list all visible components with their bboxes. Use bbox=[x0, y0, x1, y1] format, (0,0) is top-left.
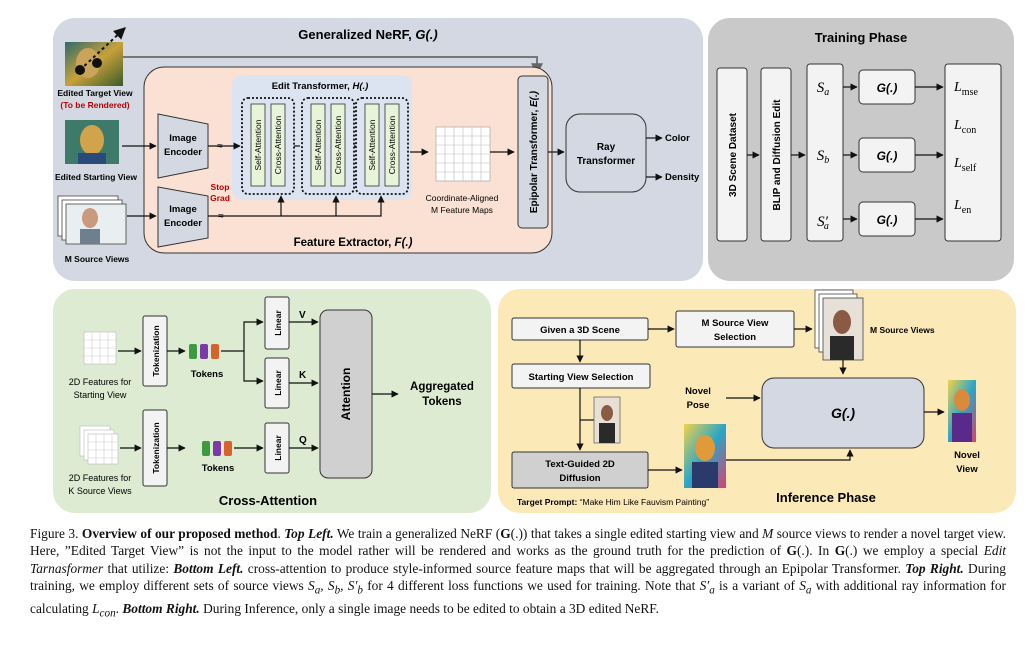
stop-grad-label: Stop bbox=[211, 182, 230, 192]
density-output: Density bbox=[665, 172, 700, 183]
svg-text:≈: ≈ bbox=[217, 141, 223, 152]
svg-text:Cross-Attention: Cross-Attention bbox=[387, 115, 397, 174]
svg-text:G(.): G(.) bbox=[877, 81, 898, 95]
inference-source-views bbox=[814, 289, 864, 361]
svg-text:Self-Attention: Self-Attention bbox=[313, 119, 323, 170]
attention-block-2: Self-Attention Cross-Attention bbox=[301, 97, 355, 195]
starting-features-grid bbox=[83, 331, 117, 365]
source-sets-box bbox=[806, 63, 844, 242]
figure-canvas: Generalized NeRF, G(.) Edited Target Vie… bbox=[53, 18, 1016, 513]
to-be-rendered-label: (To be Rendered) bbox=[60, 100, 129, 110]
svg-text:BLIP and Diffusion Edit: BLIP and Diffusion Edit bbox=[772, 99, 783, 211]
svg-text:Starting View: Starting View bbox=[74, 390, 127, 400]
svg-text:Novel: Novel bbox=[685, 386, 711, 397]
svg-text:V: V bbox=[299, 310, 306, 321]
training-title: Training Phase bbox=[815, 30, 907, 45]
source-features-grid bbox=[79, 425, 119, 465]
tokens-bottom bbox=[202, 441, 232, 456]
training-phase-panel: Training Phase 3D Scene Dataset BLIP and… bbox=[708, 18, 1014, 281]
svg-text:≈: ≈ bbox=[218, 211, 224, 222]
svg-text:Encoder: Encoder bbox=[164, 218, 202, 229]
svg-text:Cross-Attention: Cross-Attention bbox=[273, 115, 283, 174]
edited-starting-view-image bbox=[65, 120, 119, 164]
edited-starting-label: Edited Starting View bbox=[55, 172, 137, 182]
inference-g-box bbox=[761, 377, 925, 449]
caption-figure-number: Figure 3. bbox=[30, 526, 79, 541]
svg-text:K: K bbox=[299, 370, 307, 381]
svg-text:Aggregated: Aggregated bbox=[410, 381, 474, 393]
svg-text:3D Scene Dataset: 3D Scene Dataset bbox=[728, 112, 739, 197]
starting-view-selection-box bbox=[511, 363, 651, 389]
svg-text:2D Features for: 2D Features for bbox=[69, 377, 132, 387]
feature-extractor-label: Feature Extractor, F(.) bbox=[294, 237, 413, 249]
svg-text:Tokens: Tokens bbox=[191, 369, 224, 380]
edit-transformer-title: Edit Transformer, H(.) bbox=[272, 81, 369, 92]
svg-text:S′a: S′a bbox=[817, 214, 829, 232]
linear-v bbox=[264, 296, 290, 350]
edited-starting-fauvism bbox=[684, 424, 726, 488]
feature-maps-label-1: Coordinate-Aligned bbox=[426, 193, 499, 203]
svg-text:G(.): G(.) bbox=[877, 149, 898, 163]
svg-text:Novel: Novel bbox=[954, 450, 980, 461]
cross-attention-panel: Cross-Attention 2D Features for Starting… bbox=[53, 289, 491, 513]
svg-text:M Source View: M Source View bbox=[702, 318, 769, 329]
ray-transformer bbox=[565, 113, 647, 193]
figure-caption: Figure 3. Overview of our proposed metho… bbox=[30, 526, 1007, 620]
svg-text:Ray: Ray bbox=[597, 142, 616, 153]
svg-text:Tokens: Tokens bbox=[422, 396, 461, 408]
svg-text:Pose: Pose bbox=[687, 400, 710, 411]
inference-title: Inference Phase bbox=[776, 490, 876, 505]
svg-text:Tokenization: Tokenization bbox=[151, 325, 161, 376]
svg-text:Tokens: Tokens bbox=[202, 463, 235, 474]
svg-text:Selection: Selection bbox=[714, 332, 756, 343]
svg-text:Tokenization: Tokenization bbox=[151, 422, 161, 473]
image-encoder-top: Image Encoder bbox=[157, 113, 209, 179]
feature-maps-label-2: M Feature Maps bbox=[431, 205, 493, 215]
inference-panel: Given a 3D Scene M Source View Selection… bbox=[498, 289, 1016, 513]
novel-view-image bbox=[948, 380, 976, 442]
svg-text:Given a 3D Scene: Given a 3D Scene bbox=[540, 325, 620, 336]
svg-text:Image: Image bbox=[169, 204, 196, 215]
attention-block-1: Self-Attention Cross-Attention bbox=[241, 97, 295, 195]
svg-text:Epipolar Transformer, E(.): Epipolar Transformer, E(.) bbox=[529, 90, 540, 213]
source-views-stack bbox=[57, 195, 127, 245]
source-views-label: M Source Views bbox=[65, 254, 130, 264]
target-prompt: Target Prompt: “Make Him Like Fauvism Pa… bbox=[517, 497, 709, 507]
tokens-top bbox=[189, 344, 219, 359]
svg-text:Diffusion: Diffusion bbox=[559, 473, 600, 484]
svg-text:G(.): G(.) bbox=[877, 213, 898, 227]
svg-text:Linear: Linear bbox=[273, 435, 283, 461]
svg-text:Grad: Grad bbox=[210, 193, 230, 203]
svg-text:Starting View Selection: Starting View Selection bbox=[529, 372, 634, 383]
generalized-nerf-panel: Generalized NeRF, G(.) Edited Target Vie… bbox=[53, 18, 703, 281]
svg-text:K Source Views: K Source Views bbox=[68, 486, 132, 496]
svg-text:Encoder: Encoder bbox=[164, 147, 202, 158]
inference-starting-view bbox=[593, 396, 621, 444]
image-encoder-bottom: Image Encoder bbox=[157, 186, 209, 248]
losses-box bbox=[944, 63, 1002, 242]
svg-text:Attention: Attention bbox=[339, 368, 353, 421]
cross-attention-title: Cross-Attention bbox=[219, 493, 317, 508]
svg-text:Image: Image bbox=[169, 133, 196, 144]
nerf-title: Generalized NeRF, G(.) bbox=[298, 27, 437, 42]
svg-text:View: View bbox=[956, 464, 978, 475]
color-output: Color bbox=[665, 133, 690, 144]
svg-text:G(.): G(.) bbox=[831, 405, 855, 421]
svg-text:M Source Views: M Source Views bbox=[870, 325, 935, 335]
svg-text:2D Features for: 2D Features for bbox=[69, 473, 132, 483]
svg-text:Transformer: Transformer bbox=[577, 156, 635, 167]
svg-text:Self-Attention: Self-Attention bbox=[253, 119, 263, 170]
edited-target-view-image bbox=[65, 27, 126, 86]
svg-text:Text-Guided 2D: Text-Guided 2D bbox=[545, 459, 615, 470]
svg-text:Linear: Linear bbox=[273, 370, 283, 396]
svg-text:Cross-Attention: Cross-Attention bbox=[333, 115, 343, 174]
caption-heading: Overview of our proposed method bbox=[81, 526, 278, 541]
svg-text:Linear: Linear bbox=[273, 310, 283, 336]
edited-target-label: Edited Target View bbox=[57, 88, 133, 98]
svg-text:Q: Q bbox=[299, 435, 307, 446]
svg-text:Self-Attention: Self-Attention bbox=[367, 119, 377, 170]
feature-map-grid bbox=[435, 126, 491, 182]
